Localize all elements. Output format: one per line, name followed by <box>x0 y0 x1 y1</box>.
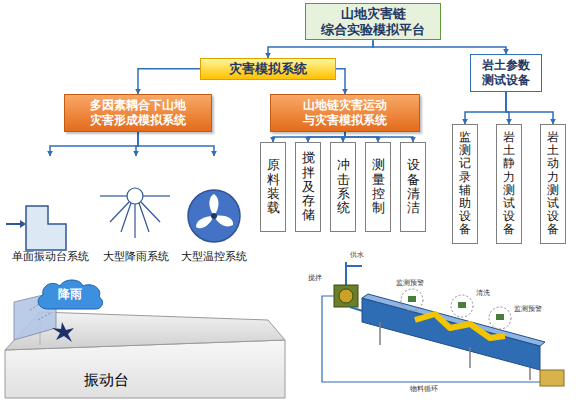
node-text: 设备清洁 <box>407 158 420 215</box>
subsystem-box: 多因素耦合下山地 灾害形成模拟系统 <box>64 94 212 132</box>
part-label: 供水 <box>350 252 364 260</box>
node-text: 搅拌及存储 <box>302 151 315 222</box>
part-label: 物料循环 <box>410 386 438 394</box>
part-label: 清洗 <box>476 290 490 298</box>
module-box: 冲击系统 <box>330 142 356 232</box>
node-text: 山地链灾害运动 与灾害模拟系统 <box>274 98 416 128</box>
system-band: 灾害模拟系统 <box>200 58 336 80</box>
subsystem-box: 山地链灾害运动 与灾害模拟系统 <box>270 94 420 132</box>
node-text: 单面振动台系统 <box>2 250 98 263</box>
connector-arrow <box>138 132 214 156</box>
node-text: 灾害模拟系统 <box>205 61 331 77</box>
connector-arrow <box>308 132 345 142</box>
node-text: 降雨 <box>58 286 82 303</box>
part-label: 监测预警 <box>514 306 542 314</box>
node-text: 山地灾害链 综合实验模拟平台 <box>310 6 436 37</box>
connector-arrow <box>336 69 345 94</box>
connector-arrow <box>345 132 413 142</box>
module-box: 搅拌及存储 <box>295 142 321 232</box>
node-text: 岩土参数 测试设备 <box>474 58 538 88</box>
part-label: 监测预警 <box>396 280 424 288</box>
connector-arrow <box>373 40 506 54</box>
connector-arrow <box>50 132 138 156</box>
node-text: 岩土静力测试设备 <box>503 131 515 237</box>
connector-arrow <box>465 92 506 124</box>
icon-item: 单面振动台系统 <box>2 156 98 263</box>
icon-item: 大型降雨系统 <box>96 156 176 263</box>
node-text: 原料装载 <box>267 158 280 215</box>
node-text: 冲击系统 <box>337 158 350 215</box>
device-box: 岩土动力测试设备 <box>540 124 566 244</box>
rain-cloud: 降雨 <box>34 277 106 311</box>
equipment-box: 岩土参数 测试设备 <box>470 54 542 92</box>
node-text: 多因素耦合下山地 灾害形成模拟系统 <box>68 98 208 128</box>
fan-icon <box>188 190 240 242</box>
node-text: 大型温控系统 <box>172 250 256 263</box>
module-box: 测量控制 <box>365 142 391 232</box>
platform-box: 山地灾害链 综合实验模拟平台 <box>305 3 441 40</box>
figure-label: 振动台 <box>84 372 129 389</box>
rain-icon <box>100 188 170 238</box>
connector-arrow <box>138 69 200 94</box>
connector-arrow <box>506 92 553 124</box>
connector-arrow <box>273 132 345 142</box>
device-box: 岩土静力测试设备 <box>496 124 522 244</box>
part-label: 搅拌 <box>308 275 322 283</box>
node-text: 岩土动力测试设备 <box>547 131 559 237</box>
connector-arrow <box>268 40 373 58</box>
node-text: 测量控制 <box>372 158 385 215</box>
icon-item: 大型温控系统 <box>172 156 256 263</box>
module-box: 原料装载 <box>260 142 286 232</box>
module-box: 设备清洁 <box>400 142 426 232</box>
node-text: 监测记录辅助设备 <box>459 131 471 237</box>
node-text: 大型降雨系统 <box>96 250 176 263</box>
device-box: 监测记录辅助设备 <box>452 124 478 244</box>
cloud-outline <box>38 280 102 309</box>
vibration-icon <box>6 206 66 250</box>
flume-figure <box>322 262 564 386</box>
